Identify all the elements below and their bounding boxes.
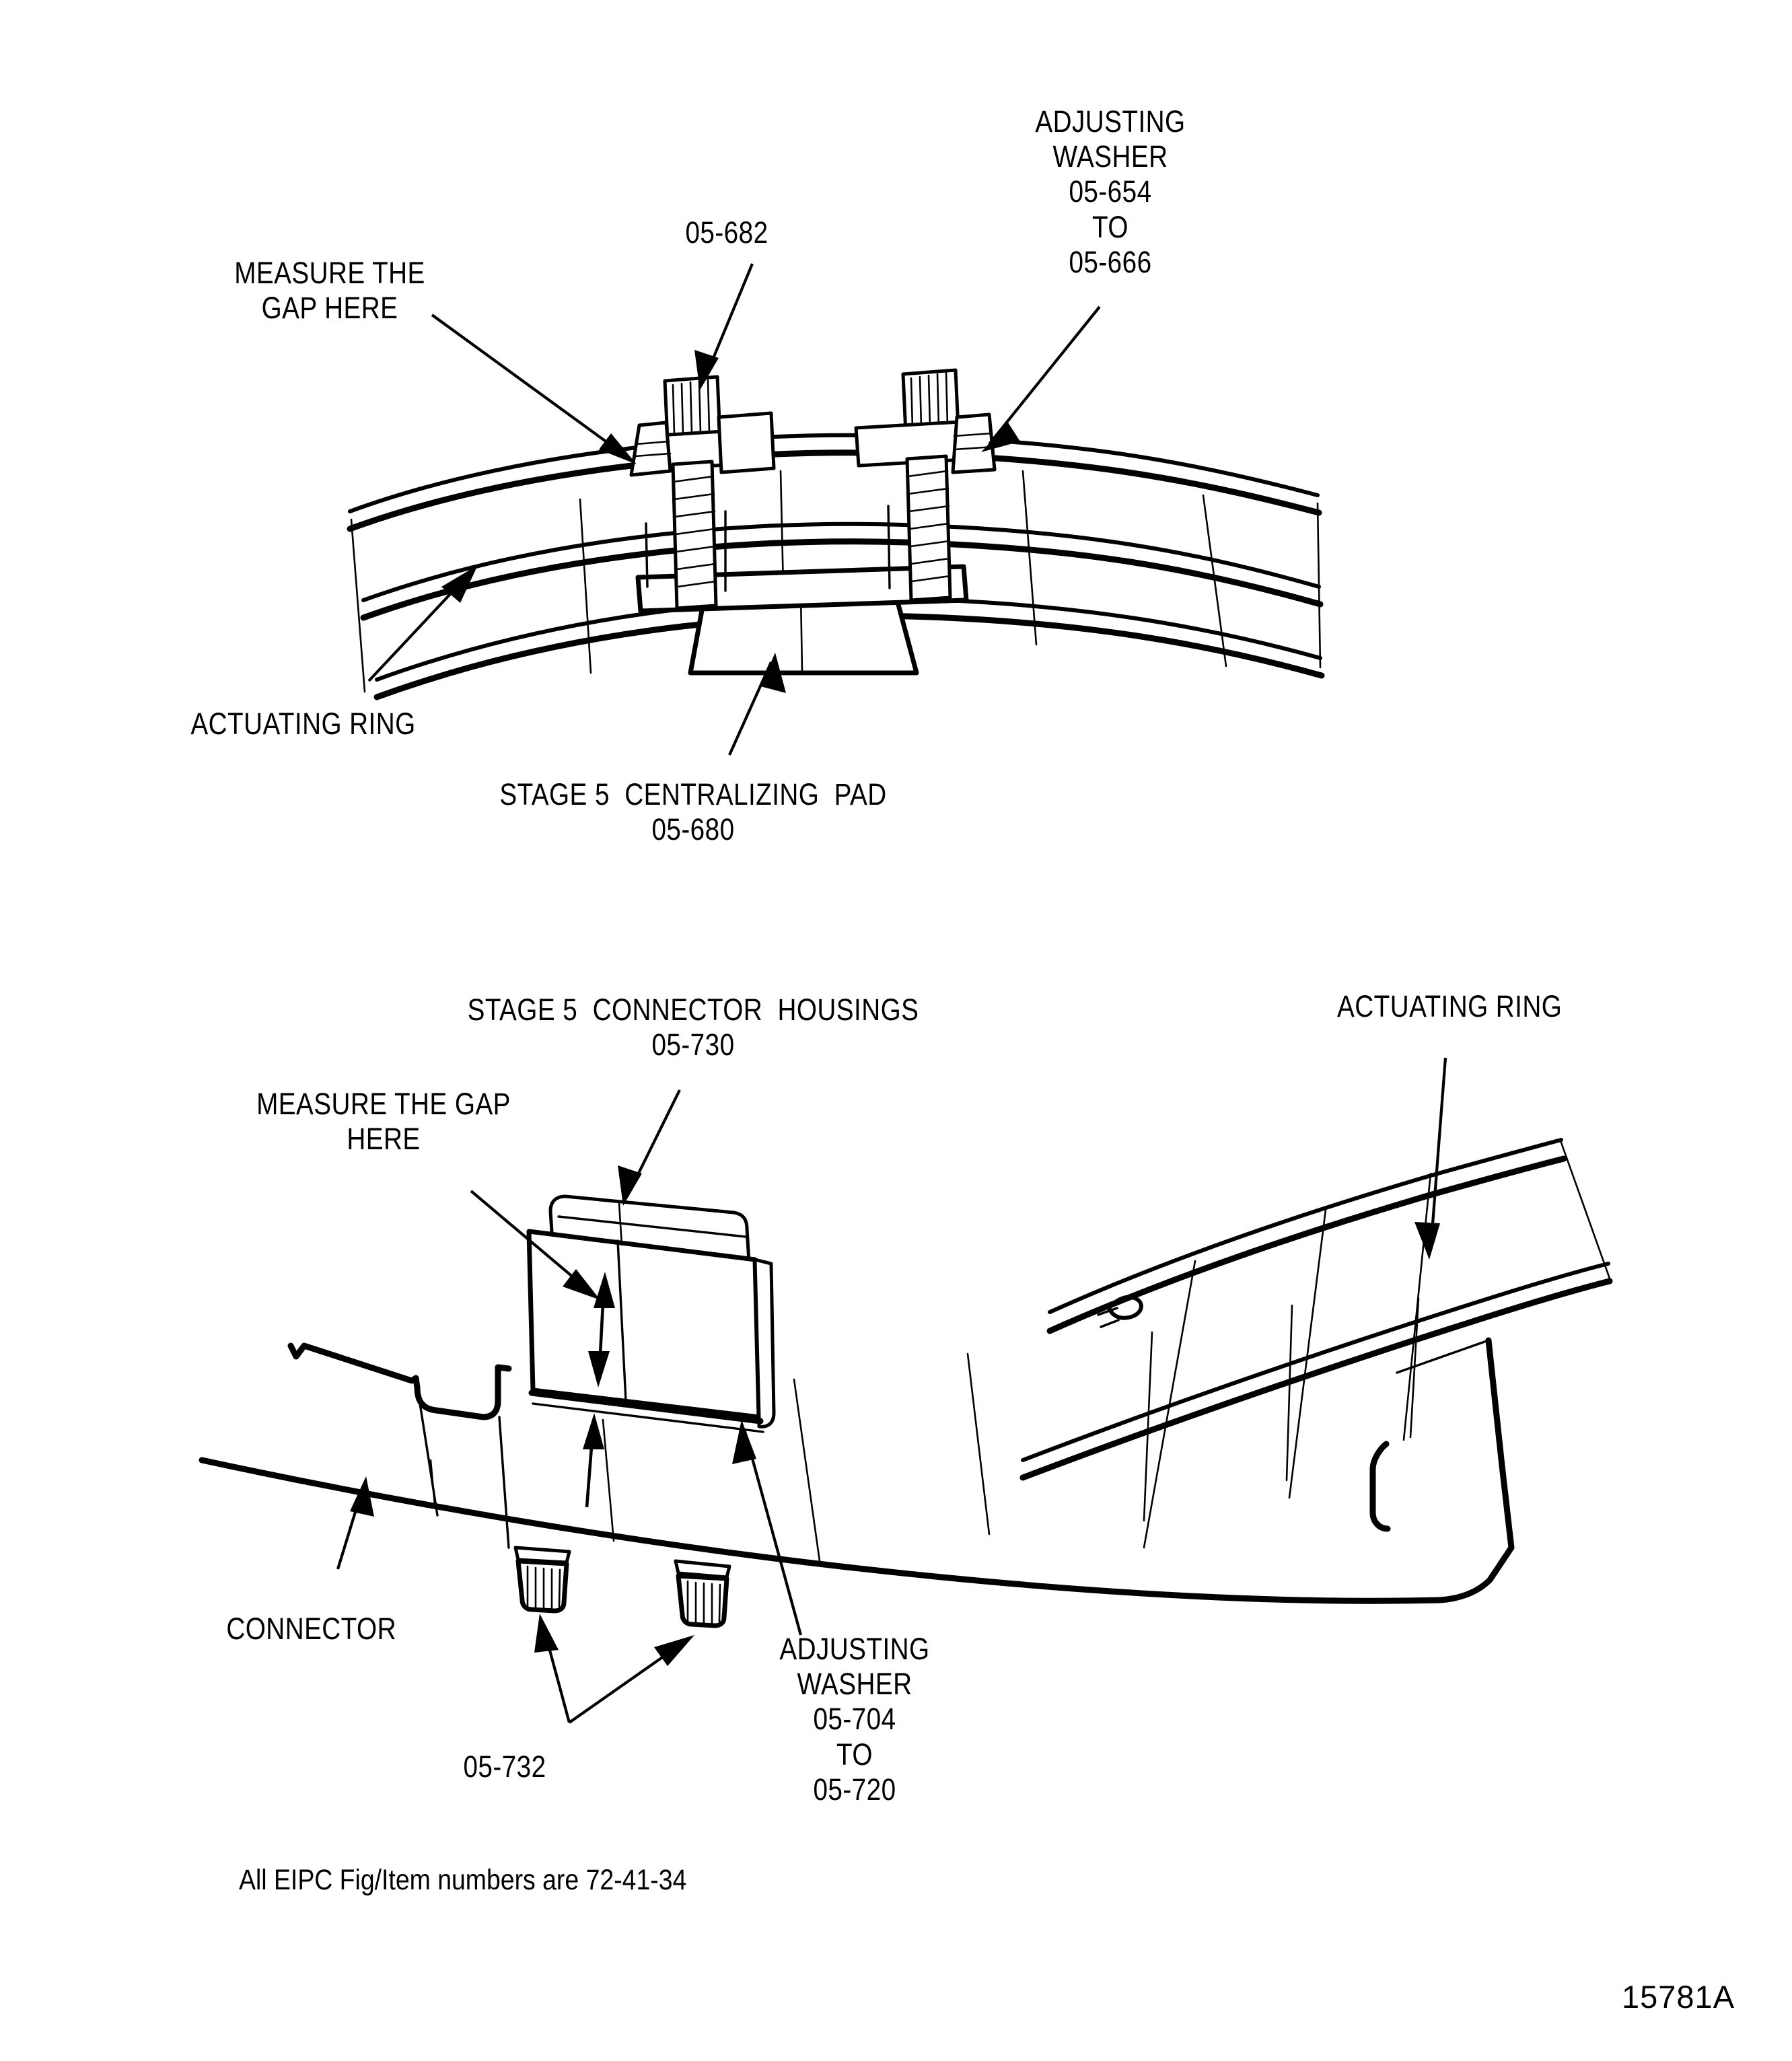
lower-bolt-right bbox=[674, 1559, 731, 1628]
upper-assembly-drawing bbox=[347, 263, 1325, 756]
upper-actuating-ring-label: ACTUATING RING bbox=[190, 707, 416, 741]
lower-leader-lines bbox=[336, 1057, 1447, 1724]
lower-bolt-left bbox=[513, 1546, 571, 1614]
lower-gap-dimension bbox=[583, 1272, 615, 1508]
lower-connector-housings bbox=[526, 1194, 776, 1433]
eipc-footnote: All EIPC Fig/Item numbers are 72-41-34 bbox=[239, 1864, 687, 1896]
upper-mount-plate bbox=[635, 564, 969, 614]
upper-bolt-part-number: 05-682 bbox=[685, 215, 768, 250]
lower-assembly-drawing bbox=[199, 1057, 1613, 1724]
lower-actuating-ring bbox=[1019, 1138, 1613, 1549]
upper-left-bolt bbox=[629, 375, 776, 610]
lower-actuating-ring-label: ACTUATING RING bbox=[1337, 989, 1563, 1023]
lower-connector-profile bbox=[287, 1342, 512, 1549]
lower-connector-housings-label: STAGE 5 CONNECTOR HOUSINGS 05-730 bbox=[467, 992, 919, 1062]
upper-measure-gap-label: MEASURE THE GAP HERE bbox=[234, 256, 425, 326]
upper-leader-lines bbox=[367, 263, 1101, 756]
upper-adjusting-washer-label: ADJUSTING WASHER 05-654 TO 05-666 bbox=[1035, 104, 1186, 279]
lower-flange-arc bbox=[199, 1297, 1515, 1604]
figure-id: 15781A bbox=[1622, 1979, 1735, 2015]
upper-right-bolt bbox=[854, 368, 997, 602]
upper-centralizing-pad-label: STAGE 5 CENTRALIZING PAD 05-680 bbox=[499, 777, 887, 847]
lower-measure-gap-label: MEASURE THE GAP HERE bbox=[256, 1087, 511, 1157]
lower-bolt-part-number: 05-732 bbox=[463, 1749, 546, 1784]
lower-adjusting-washer-label: ADJUSTING WASHER 05-704 TO 05-720 bbox=[779, 1632, 930, 1807]
lower-connector-label: CONNECTOR bbox=[226, 1612, 396, 1646]
